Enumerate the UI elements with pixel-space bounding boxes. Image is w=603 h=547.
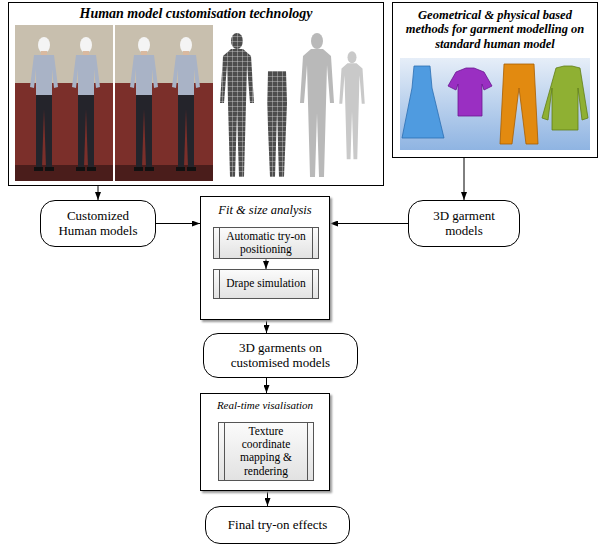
body-model <box>300 33 365 177</box>
flow-arrow <box>267 491 268 506</box>
flow-arrow <box>266 378 267 393</box>
box-label: Drape simulation <box>226 277 306 290</box>
image-panel: Geometrical & physical based methods for… <box>392 2 598 158</box>
photo <box>15 25 113 181</box>
process-box: Texture coordinate mapping & rendering <box>218 422 314 481</box>
process-group: Real-time visalisationTexture coordinate… <box>200 393 330 491</box>
flow-arrow <box>98 186 99 200</box>
human-models-illustration <box>15 25 377 181</box>
image-panel: Human model customisation technology <box>8 2 384 186</box>
data-box: 3D garment models <box>408 200 520 247</box>
box-heading: Real-time visalisation <box>201 394 329 411</box>
dress <box>402 66 444 138</box>
flow-arrow <box>266 320 267 333</box>
box-heading: Geometrical & physical based methods for… <box>393 3 597 51</box>
photo <box>115 25 213 181</box>
mesh-model <box>220 33 287 177</box>
box-heading: Fit & size analysis <box>201 197 329 218</box>
box-label: 3D garment models <box>417 209 511 239</box>
shirt <box>448 68 492 116</box>
process-group: Fit & size analysisAutomatic try-on posi… <box>200 196 330 320</box>
process-box: Automatic try-on positioning <box>213 227 319 259</box>
data-box: 3D garments on customised models <box>203 333 358 378</box>
data-box: Customized Human models <box>40 200 156 247</box>
trousers <box>500 64 538 144</box>
long-sleeve-shirt <box>542 66 588 130</box>
box-label: Final try-on effects <box>228 518 327 533</box>
garments-illustration <box>400 58 590 150</box>
box-heading: Human model customisation technology <box>9 3 383 22</box>
flow-arrow <box>266 259 267 269</box>
box-label: Texture coordinate mapping & rendering <box>230 425 302 478</box>
box-label: Automatic try-on positioning <box>225 230 307 256</box>
data-box: Final try-on effects <box>205 506 350 544</box>
backdrop <box>400 58 590 150</box>
flow-arrow <box>330 223 408 224</box>
box-label: 3D garments on customised models <box>212 341 349 371</box>
box-label: Customized Human models <box>49 209 147 239</box>
flow-arrow <box>464 158 465 200</box>
flow-arrow <box>156 223 200 224</box>
process-box: Drape simulation <box>213 269 319 299</box>
